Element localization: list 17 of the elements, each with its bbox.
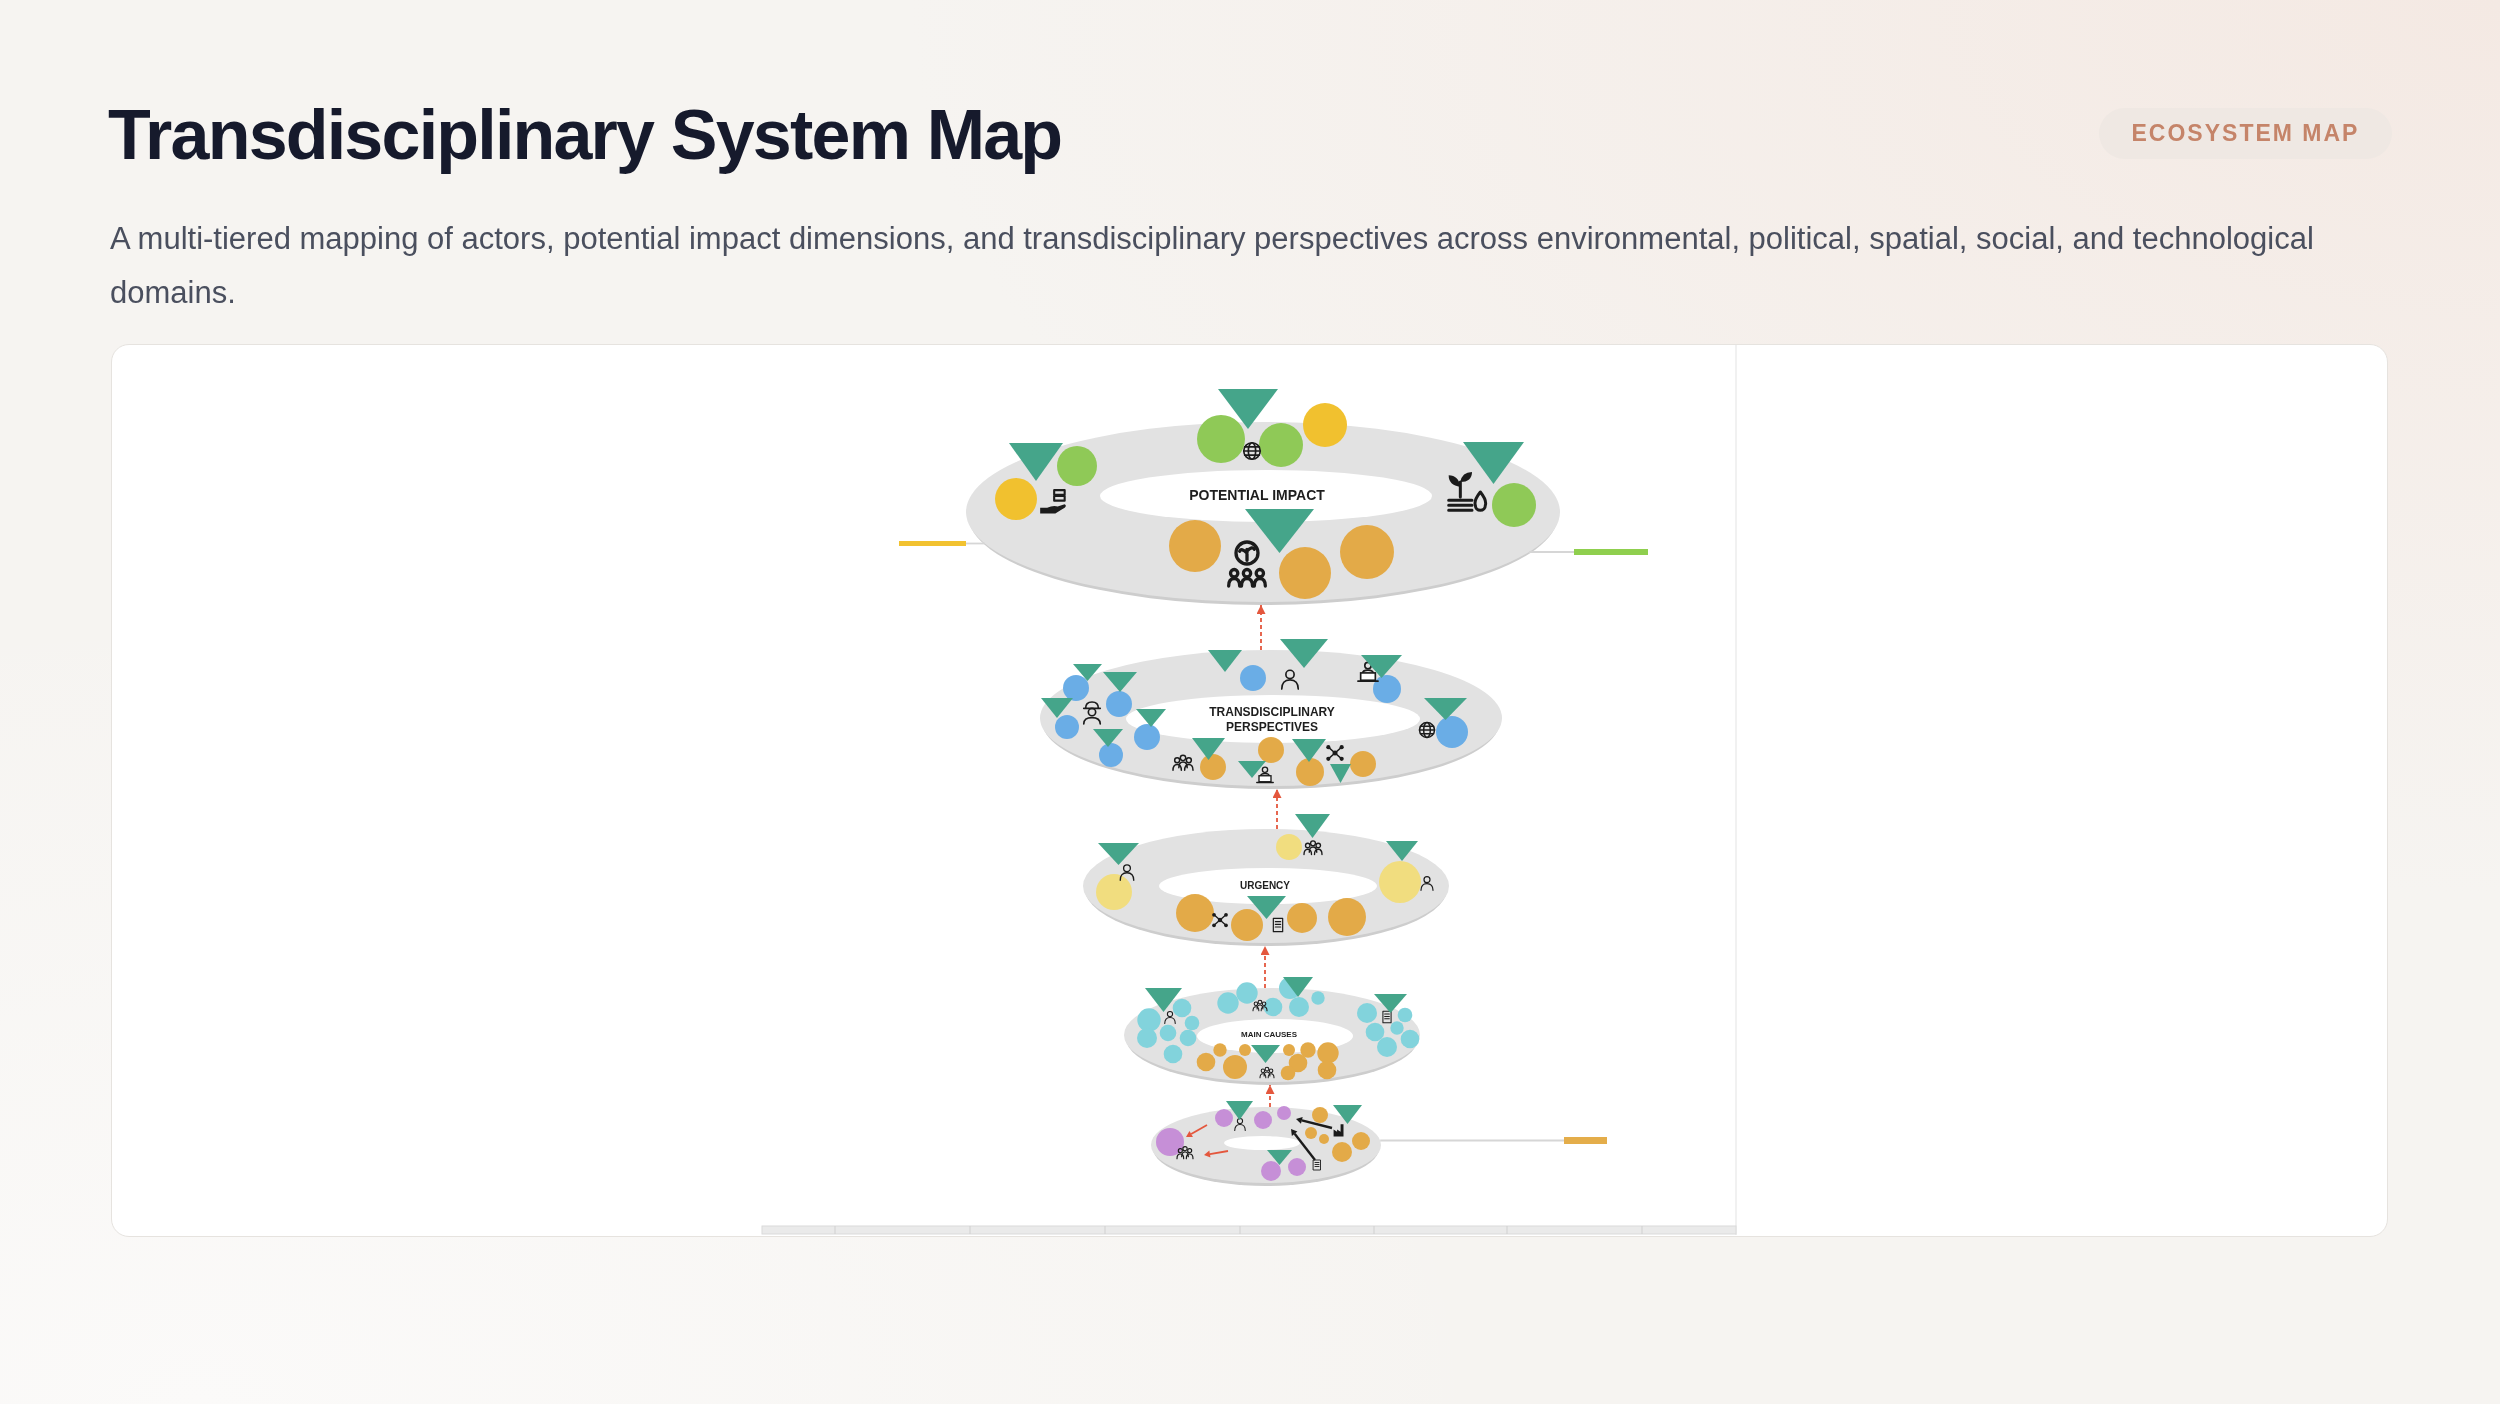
arrow [1265,1084,1275,1108]
ring-title: TRANSDISCIPLINARY PERSPECTIVES [1208,705,1336,735]
arrow [1272,788,1282,830]
label-bar [1574,549,1648,555]
page-description: A multi-tiered mapping of actors, potential impact dimensions, and transdisciplinary perspectives across environmental, political, spatial, social, and technological domains. [110,220,2315,312]
leader-line [1379,1139,1565,1142]
ring-title: URGENCY [1240,880,1290,892]
page-title: Transdisciplinary System Map [108,95,1062,175]
arrow [1256,604,1266,651]
leader-line [1528,551,1575,553]
category-tag: ECOSYSTEM MAP [2099,108,2392,159]
label-bar [899,541,966,546]
label-bar [1564,1137,1607,1144]
leader-line [965,542,986,545]
ring-title: POTENTIAL IMPACT [1189,486,1325,504]
ring-title: MAIN CAUSES [1241,1030,1297,1040]
arrow [1260,945,1270,989]
